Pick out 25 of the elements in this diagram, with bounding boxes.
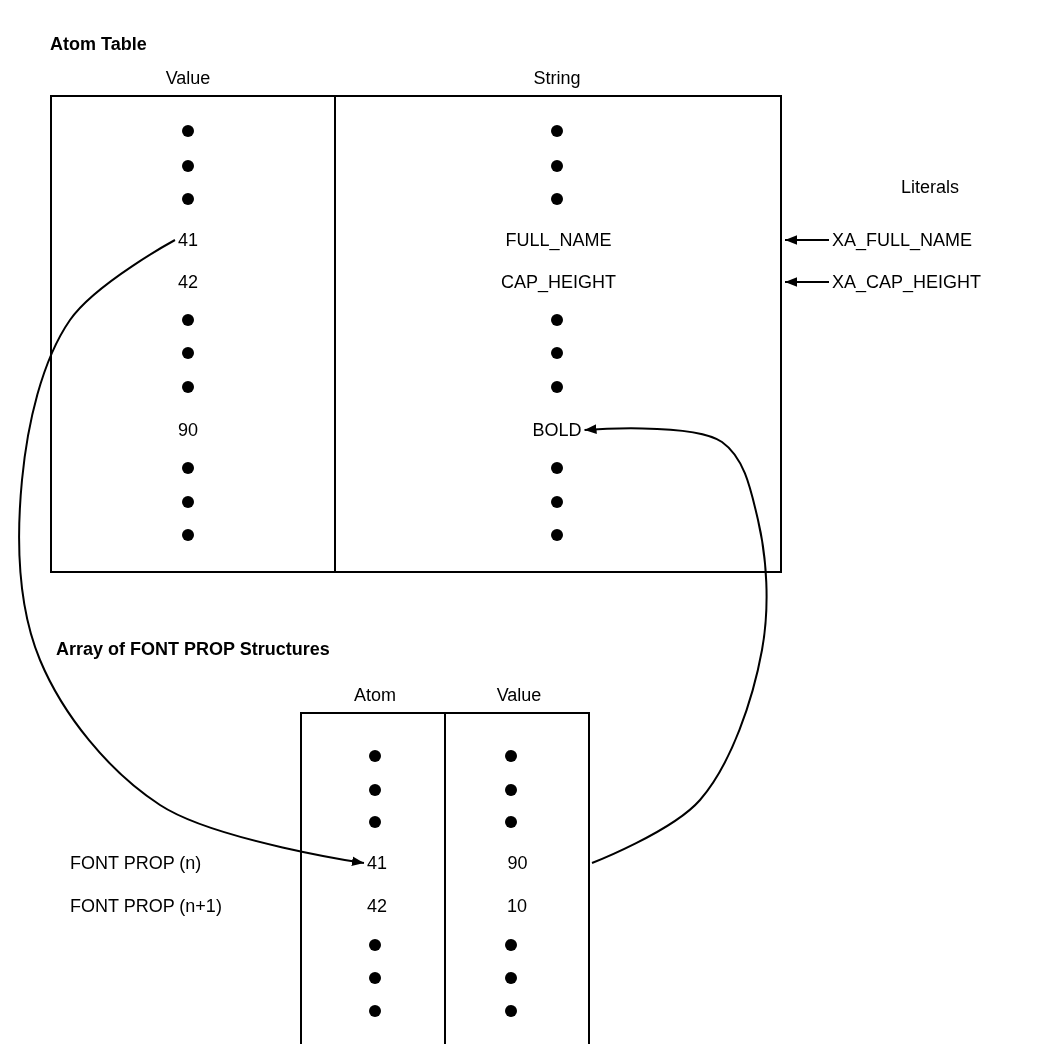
column-header: String [533, 67, 581, 89]
cell-value: FULL_NAME [336, 229, 781, 251]
cell-value: 41 [178, 229, 198, 251]
row-label: FONT PROP (n) [70, 852, 202, 874]
cell-value: 90 [446, 852, 589, 874]
row-label: FONT PROP (n+1) [70, 895, 222, 917]
curved-arrow [18, 239, 365, 866]
cell-value: CAP_HEIGHT [336, 271, 781, 293]
column-header: Value [496, 684, 542, 706]
column-header: Atom [354, 684, 396, 706]
cell-value: 90 [178, 419, 198, 441]
literal-name: XA_FULL_NAME [832, 229, 973, 251]
table-title: Array of FONT PROP Structures [56, 638, 330, 660]
column-header: Literals [901, 176, 959, 198]
table-title: Atom Table [50, 33, 147, 55]
cell-value: BOLD [532, 419, 582, 441]
arrow [784, 235, 830, 245]
cell-value: 41 [367, 852, 387, 874]
cell-value: 42 [367, 895, 387, 917]
literal-name: XA_CAP_HEIGHT [832, 271, 982, 293]
column-header: Value [165, 67, 211, 89]
arrow [784, 277, 830, 287]
cell-value: 10 [507, 895, 527, 917]
cell-value: 42 [178, 271, 198, 293]
curved-arrow [583, 424, 768, 864]
